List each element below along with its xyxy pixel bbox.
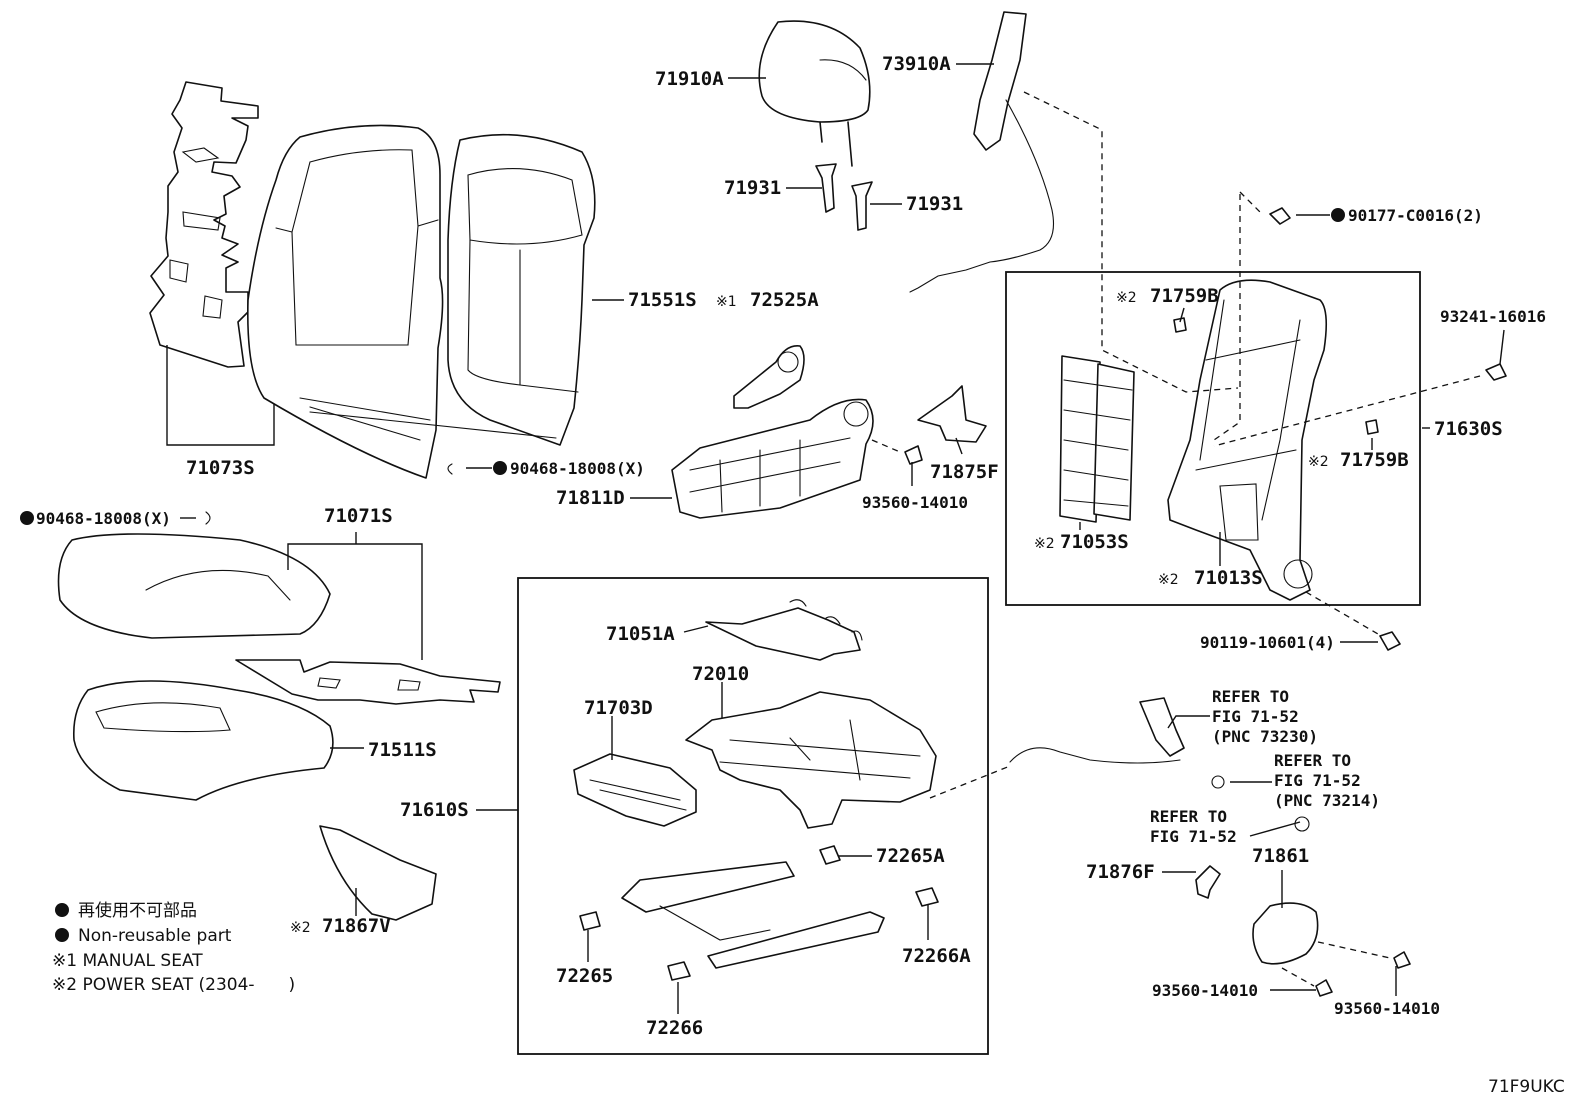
lumbar-support-drawing — [1059, 355, 1135, 523]
label-72265a: 72265A — [876, 845, 945, 867]
recliner-cover-drawing — [1252, 902, 1319, 965]
label-71910a: 71910A — [655, 68, 724, 90]
non-reusable-dot-90177 — [1331, 208, 1345, 222]
leader-71073s — [166, 345, 275, 446]
label-71703d: 71703D — [584, 697, 653, 719]
refer3-line1: REFER TO — [1150, 807, 1227, 826]
guide-lines — [871, 91, 1481, 987]
refer2-line2: FIG 71-52 — [1274, 771, 1361, 790]
legend-note2: ※2 POWER SEAT (2304- ) — [52, 975, 295, 995]
note2-mark-71053s: ※2 — [1034, 536, 1055, 552]
seat-pan-drawing — [573, 753, 697, 827]
side-shield-drawing — [671, 398, 874, 519]
bracket-71876f-drawing — [1195, 865, 1221, 899]
label-71073s: 71073S — [186, 457, 255, 479]
label-71053s: 71053S — [1060, 531, 1129, 553]
refer3-line2: FIG 71-52 — [1150, 827, 1237, 846]
label-90468-b: 90468-18008(X) — [36, 509, 171, 528]
clip-c-glyphs — [205, 463, 453, 525]
label-73910a: 73910A — [882, 53, 951, 75]
non-reusable-dot-90468b — [20, 511, 34, 525]
seat-spring-drawing — [705, 599, 863, 661]
label-71071s: 71071S — [324, 505, 393, 527]
leader-lines — [180, 63, 1505, 1014]
seatback-pad-drawing — [149, 81, 259, 368]
label-93560-c: 93560-14010 — [1334, 999, 1440, 1018]
refer1-line2: FIG 71-52 — [1212, 707, 1299, 726]
refer2-line1: REFER TO — [1274, 751, 1351, 770]
label-71861: 71861 — [1252, 845, 1309, 867]
legend: 再使用不可部品 Non-reusable part ※1 MANUAL SEAT… — [52, 900, 295, 995]
label-71013s: 71013S — [1194, 567, 1263, 589]
label-72266: 72266 — [646, 1017, 703, 1039]
refer2-line3: (PNC 73214) — [1274, 791, 1380, 810]
diagram-code: 71F9UKC — [1488, 1077, 1565, 1097]
part-labels: 71910A 73910A 71931 71931 90177-C0016(2)… — [36, 53, 1546, 1039]
seat-track-drawing — [621, 861, 885, 969]
label-71867v: 71867V — [322, 915, 391, 937]
label-90119: 90119-10601(4) — [1200, 633, 1335, 652]
side-trim-drawing — [319, 825, 437, 921]
label-72525a: 72525A — [750, 289, 819, 311]
seat-cushion-pad-drawing — [57, 533, 331, 639]
label-71759b-b: 71759B — [1340, 449, 1409, 471]
label-72266a: 72266A — [902, 945, 971, 967]
label-71931-right: 71931 — [906, 193, 963, 215]
label-71811d: 71811D — [556, 487, 625, 509]
note1-mark-72525a: ※1 — [716, 294, 737, 310]
label-90177: 90177-C0016(2) — [1348, 206, 1483, 225]
legend-en: Non-reusable part — [78, 926, 232, 946]
label-93560-a: 93560-14010 — [862, 493, 968, 512]
legend-dot-en — [55, 928, 69, 942]
bolt-drawings — [904, 207, 1507, 997]
seatback-cushion-drawing — [247, 124, 444, 479]
seat-heater-drawing — [235, 659, 501, 705]
headrest-guide-drawing — [815, 163, 873, 231]
label-93560-b: 93560-14010 — [1152, 981, 1258, 1000]
label-71610s: 71610S — [400, 799, 469, 821]
label-72010: 72010 — [692, 663, 749, 685]
legend-jp: 再使用不可部品 — [78, 900, 197, 921]
seat-cushion-drawing — [72, 680, 334, 801]
label-71630s: 71630S — [1434, 418, 1503, 440]
seat-belt-buckle-drawing — [1009, 697, 1185, 764]
label-93241: 93241-16016 — [1440, 307, 1546, 326]
label-71051a: 71051A — [606, 623, 675, 645]
label-71876f: 71876F — [1086, 861, 1155, 883]
track-cover-drawings — [579, 845, 939, 981]
legend-dot-jp — [55, 903, 69, 917]
clip-drawings — [1173, 317, 1379, 435]
headrest-drawing — [758, 20, 871, 167]
seatback-frame-drawing — [1167, 279, 1328, 601]
label-71759b-a: 71759B — [1150, 285, 1219, 307]
recline-lever-drawing — [733, 345, 805, 409]
refer1-line1: REFER TO — [1212, 687, 1289, 706]
seat-track-box — [517, 577, 989, 1055]
refer1-line3: (PNC 73230) — [1212, 727, 1318, 746]
label-71511s: 71511S — [368, 739, 437, 761]
label-71875f: 71875F — [930, 461, 999, 483]
seatback-cover-drawing — [309, 133, 596, 446]
seat-frame-box — [1005, 271, 1421, 606]
note2-mark-71867v: ※2 — [290, 920, 311, 936]
seat-adjuster-drawing — [685, 691, 937, 829]
label-90468-a: 90468-18008(X) — [510, 459, 645, 478]
shield-bracket-drawing — [917, 385, 987, 443]
legend-note1: ※1 MANUAL SEAT — [52, 951, 203, 971]
label-71931-left: 71931 — [724, 177, 781, 199]
label-71551s: 71551S — [628, 289, 697, 311]
note2-mark-71013s: ※2 — [1158, 572, 1179, 588]
side-airbag-drawing — [909, 11, 1055, 293]
label-72265: 72265 — [556, 965, 613, 987]
note2-mark-71759b-b: ※2 — [1308, 454, 1329, 470]
non-reusable-dot-90468a — [493, 461, 507, 475]
non-reusable-dots — [20, 208, 1345, 942]
note2-mark-71759b-a: ※2 — [1116, 290, 1137, 306]
